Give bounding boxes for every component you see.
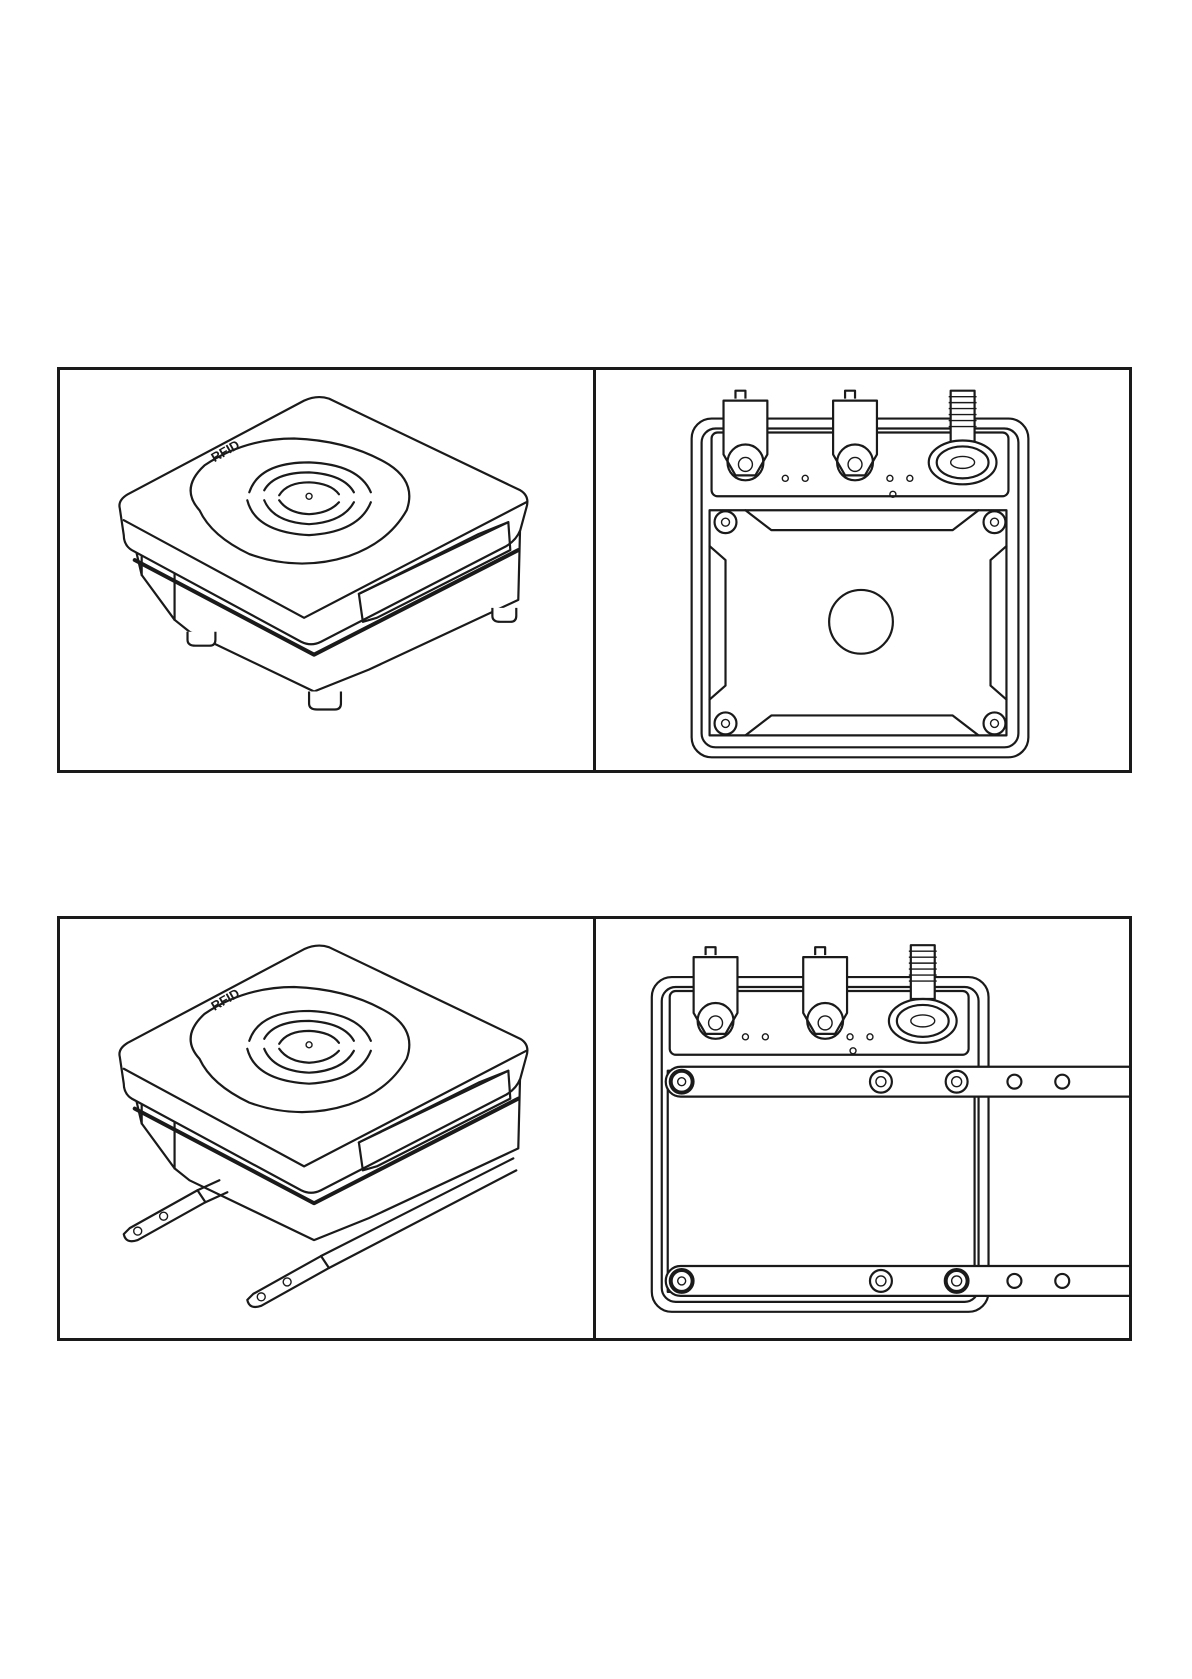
reader-with-brackets-isometric-view: RFID	[60, 919, 593, 1338]
reader-with-brackets-bottom-view	[593, 919, 1129, 1338]
reader-bottom-drawing	[596, 370, 1129, 770]
figure-row-reader-with-brackets: RFID	[57, 916, 1132, 1341]
reader-bottom-view	[593, 370, 1129, 770]
reader-isometric-drawing: RFID	[60, 370, 593, 770]
figure-row-reader: RFID	[57, 367, 1132, 773]
reader-isometric-view: RFID	[60, 370, 593, 770]
reader-with-brackets-bottom-drawing	[596, 919, 1129, 1338]
reader-with-brackets-isometric-drawing: RFID	[60, 919, 593, 1338]
